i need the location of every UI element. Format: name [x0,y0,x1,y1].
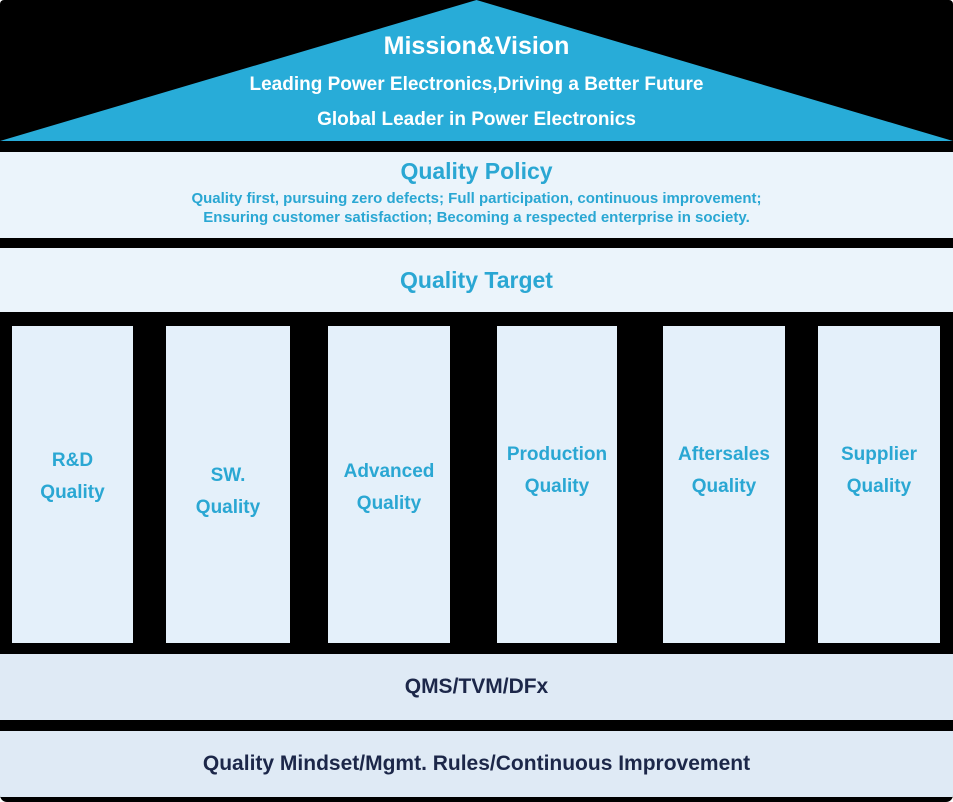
pillar-label: Aftersales Quality [678,439,770,503]
mission-statement: Leading Power Electronics,Driving a Bett… [249,74,704,95]
pillar-label: SW. Quality [196,460,260,524]
pillar-line-2: Quality [524,475,590,497]
vision-statement: Global Leader in Power Electronics [317,109,636,130]
quality-policy-title: Quality Policy [400,158,553,184]
pillar-line-2: Quality [846,475,912,497]
foundation-band: Quality Mindset/Mgmt. Rules/Continuous I… [0,731,953,797]
pillar-line-1: Supplier [840,443,917,465]
pillar-line-1: Advanced [343,460,435,482]
pillar-label: Production Quality [507,439,607,503]
mission-vision-roof: Mission&Vision Leading Power Electronics… [0,0,953,141]
quality-target-title: Quality Target [400,266,553,293]
pillar-label: Advanced Quality [344,456,435,520]
quality-pillars: R&D Quality SW. Quality Advanced Quality… [0,326,953,643]
pillar-label: Supplier Quality [841,439,917,503]
quality-policy-line-2: Ensuring customer satisfaction; Becoming… [203,209,750,226]
qms-band: QMS/TVM/DFx [0,654,953,720]
pillar-line-2: Quality [195,496,261,518]
pillar-sw-quality: SW. Quality [166,326,290,643]
pillar-line-1: SW. [210,464,246,486]
pillar-supplier-quality: Supplier Quality [818,326,940,643]
pillar-line-2: Quality [40,481,105,503]
pillar-aftersales-quality: Aftersales Quality [663,326,785,643]
pillar-line-1: R&D [51,449,94,471]
quality-policy-band: Quality Policy Quality first, pursuing z… [0,152,953,238]
quality-policy-body: Quality first, pursuing zero defects; Fu… [0,189,953,227]
qms-band-label: QMS/TVM/DFx [404,675,549,698]
pillar-label: R&D Quality [40,445,104,509]
quality-target-band: Quality Target [0,248,953,312]
pillar-line-2: Quality [691,475,757,497]
mission-vision-title: Mission&Vision [383,32,570,60]
pillar-advanced-quality: Advanced Quality [328,326,450,643]
pillar-line-1: Aftersales [678,443,770,465]
foundation-band-label: Quality Mindset/Mgmt. Rules/Continuous I… [202,752,751,775]
quality-policy-line-1: Quality first, pursuing zero defects; Fu… [191,190,762,207]
pillar-line-2: Quality [356,492,422,514]
pillar-line-1: Production [506,443,608,465]
pillar-rd-quality: R&D Quality [12,326,133,643]
pillar-production-quality: Production Quality [497,326,617,643]
